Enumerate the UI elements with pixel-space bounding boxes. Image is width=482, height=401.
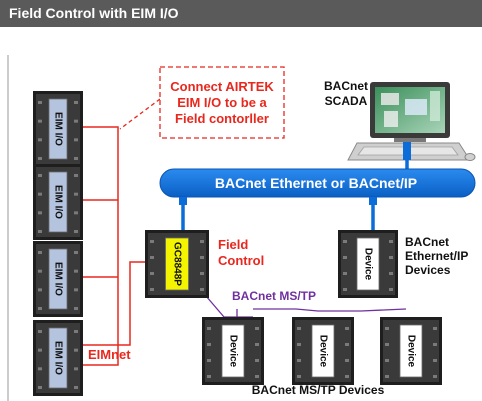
- eim-io-module: EIM I/O: [33, 91, 83, 167]
- mstp-device-module-label: Device: [406, 335, 417, 368]
- controller-caption-line-1: Field: [218, 237, 248, 252]
- callout-line-2: EIM I/O to be a: [177, 95, 267, 110]
- ip-device-caption-line-2: Ethernet/IP: [405, 249, 468, 263]
- backbone-tap: [369, 197, 377, 205]
- page-title: Field Control with EIM I/O: [0, 0, 482, 27]
- callout-line-1: Connect AIRTEK: [170, 79, 274, 94]
- mstp-device-module-label: Device: [318, 335, 329, 368]
- eim-io-module: EIM I/O: [33, 241, 83, 317]
- ip-device-module-label: Device: [363, 248, 374, 281]
- eim-io-module-label: EIM I/O: [53, 341, 64, 375]
- scada-label-line-1: BACnet: [324, 79, 368, 93]
- callout-leader: [119, 98, 161, 130]
- ip-device-caption-line-3: Devices: [405, 263, 451, 277]
- scada-computer-icon: [347, 82, 476, 161]
- callout-box: Connect AIRTEK EIM I/O to be a Field con…: [159, 66, 285, 139]
- field-controller-module-label: GC8848P: [172, 242, 183, 286]
- controller-caption-line-2: Control: [218, 253, 264, 268]
- field-controller-module: GC8848P: [145, 230, 209, 298]
- device-modules: EIM I/O EIM I/O EIM I/O EIM I/O GC8848P Devic…: [33, 91, 442, 396]
- ip-device-caption-line-1: BACnet: [405, 235, 449, 249]
- mstp-device-module: Device: [380, 317, 442, 385]
- mstp-device-module-label: Device: [228, 335, 239, 368]
- mstp-device-module: Device: [202, 317, 264, 385]
- eim-io-module: EIM I/O: [33, 320, 83, 396]
- backbone-label: BACnet Ethernet or BACnet/IP: [215, 175, 417, 191]
- scada-label-line-2: SCADA: [325, 94, 368, 108]
- eim-io-module-label: EIM I/O: [53, 262, 64, 296]
- eimnet-wiring: [83, 126, 146, 366]
- ethernet-backbone: BACnet Ethernet or BACnet/IP: [159, 168, 476, 198]
- eim-io-module-label: EIM I/O: [53, 112, 64, 146]
- mstp-bus-label: BACnet MS/TP: [232, 289, 316, 303]
- network-diagram: Connect AIRTEK EIM I/O to be a Field con…: [7, 55, 476, 401]
- mstp-devices-caption: BACnet MS/TP Devices: [252, 383, 385, 397]
- mstp-device-module: Device: [292, 317, 354, 385]
- eim-io-module: EIM I/O: [33, 164, 83, 240]
- ip-device-module: Device: [338, 230, 398, 298]
- eim-io-module-label: EIM I/O: [53, 185, 64, 219]
- callout-line-3: Field contorller: [175, 111, 269, 126]
- scada-ethernet-port: [403, 142, 411, 160]
- backbone-tap: [179, 197, 187, 205]
- eimnet-label: EIMnet: [88, 347, 131, 362]
